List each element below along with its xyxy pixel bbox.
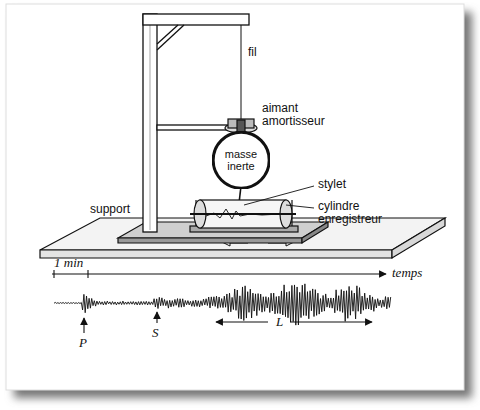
part-label: cylindre enregistreur [318, 200, 392, 226]
frame [6, 4, 464, 390]
part-label: fil [248, 46, 257, 59]
seismogram-label: S [152, 326, 159, 339]
leader-lines [244, 186, 314, 208]
part-label: stylet [318, 178, 346, 191]
suspension-wire [241, 25, 242, 132]
inertial-mass: masse inerte [212, 131, 270, 189]
time-axis [52, 270, 386, 278]
seismogram-label: temps [392, 266, 422, 279]
part-label: aimant amortisseur [262, 102, 334, 128]
seismogram-label: L [274, 315, 285, 328]
wave-arrival-arrows [84, 312, 372, 333]
mass-label: masse inerte [220, 148, 262, 172]
seismogram-label: 1 min [54, 256, 83, 269]
seismogram-label: P [79, 336, 87, 349]
part-label: support [90, 203, 130, 216]
seismogram-trace [54, 284, 391, 325]
